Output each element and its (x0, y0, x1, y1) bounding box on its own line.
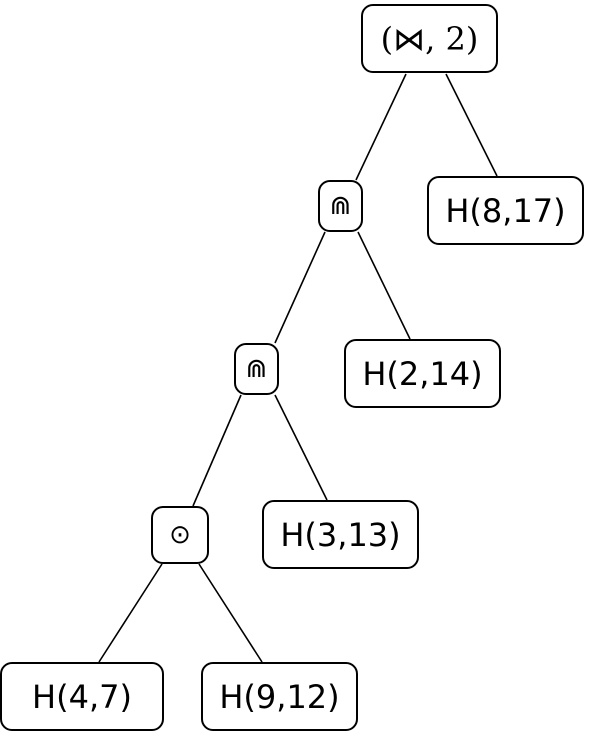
tree-node-root-join: (⋈, 2) (361, 4, 498, 73)
tree-node-h-9-12: H(9,12) (201, 662, 358, 731)
tree-node-h-2-14: H(2,14) (344, 339, 501, 408)
edge-odot-h-4-7 (98, 563, 163, 663)
tree-node-intersection-lower: ⋒ (234, 343, 279, 395)
edge-root-h-8-17 (445, 73, 498, 177)
node-label: H(3,13) (280, 515, 401, 554)
edge-intersect-lower-h-3-13 (274, 394, 328, 501)
node-label: H(4,7) (32, 677, 132, 716)
node-label: H(2,14) (362, 354, 483, 393)
tree-node-h-3-13: H(3,13) (262, 500, 419, 569)
edge-odot-h-9-12 (198, 563, 263, 663)
edge-root-intersect-upper (355, 73, 407, 181)
node-label: (⋈, 2) (380, 19, 479, 58)
edge-intersect-lower-odot (192, 394, 242, 507)
tree-node-odot: ⊙ (151, 506, 209, 564)
double-intersection-icon: ⋒ (245, 354, 268, 384)
node-label: H(9,12) (219, 677, 340, 716)
tree-node-h-8-17: H(8,17) (427, 176, 584, 245)
node-label: H(8,17) (445, 191, 566, 230)
double-intersection-icon: ⋒ (329, 191, 352, 221)
edge-intersect-upper-intersect-lower (274, 231, 326, 344)
tree-node-h-4-7: H(4,7) (0, 662, 164, 731)
tree-node-intersection-upper: ⋒ (318, 180, 363, 232)
edge-intersect-upper-h-2-14 (357, 231, 411, 340)
circled-dot-icon: ⊙ (169, 520, 191, 550)
